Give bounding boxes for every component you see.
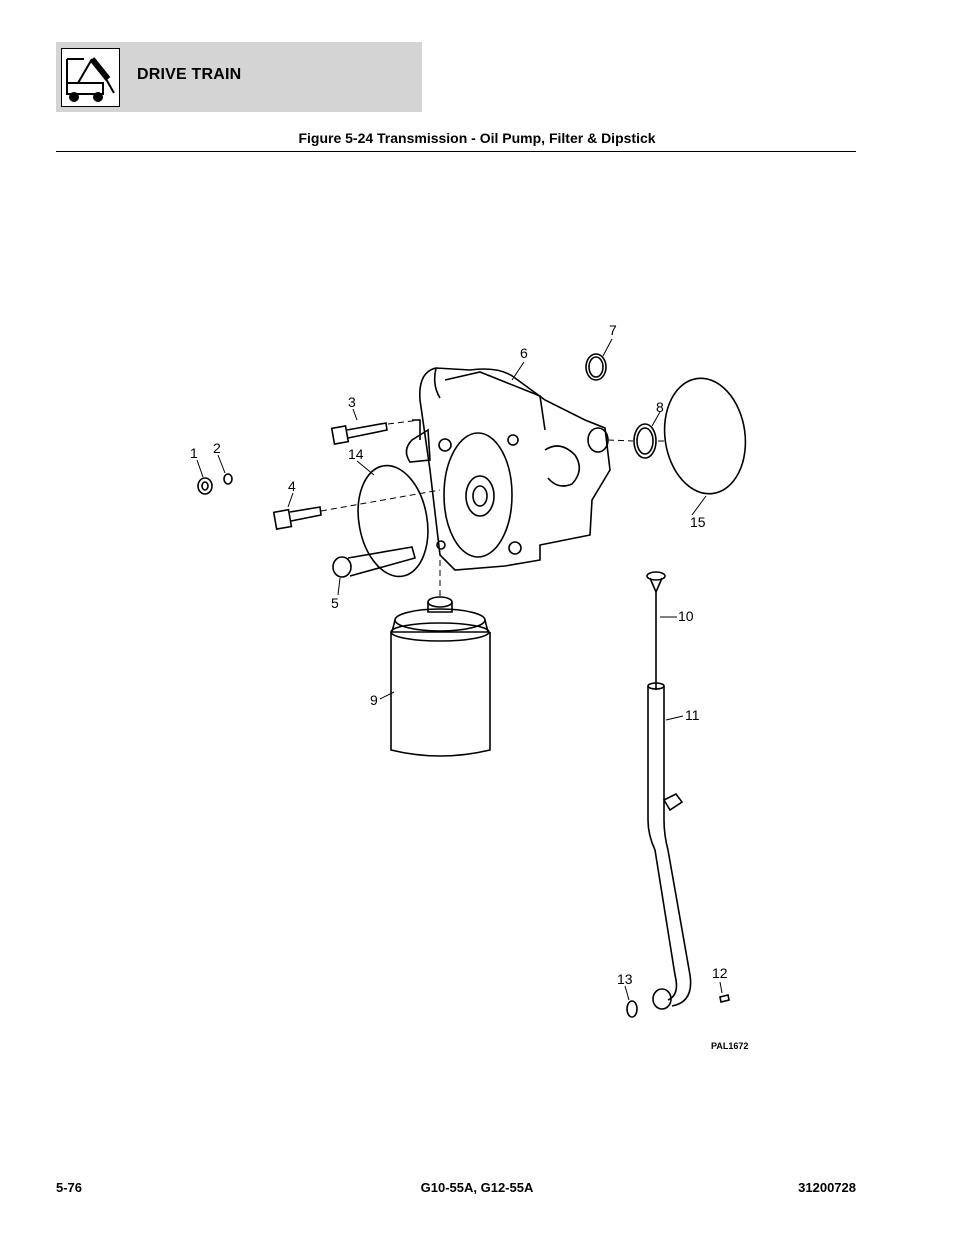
- callout-13: 13: [617, 971, 633, 987]
- document-number: 31200728: [798, 1180, 856, 1195]
- gasket-15: [663, 377, 747, 495]
- screw-12: [719, 994, 730, 1003]
- bolt-4: [272, 506, 322, 531]
- callout-5: 5: [331, 595, 339, 611]
- callout-2: 2: [213, 440, 221, 456]
- figure-caption: Figure 5-24 Transmission - Oil Pump, Fil…: [298, 130, 656, 146]
- o-ring-7: [585, 353, 607, 381]
- callout-14: 14: [348, 446, 364, 462]
- page-number: 5-76: [56, 1180, 83, 1195]
- dipstick-tube-11: [647, 682, 692, 1010]
- callout-1: 1: [190, 445, 198, 461]
- callout-6: 6: [520, 345, 528, 361]
- boom-lift-vehicle-icon: [61, 48, 120, 107]
- o-ring-8: [633, 423, 657, 459]
- oil-filter-9: [390, 596, 491, 757]
- callout-10: 10: [678, 608, 694, 624]
- callout-12: 12: [712, 965, 728, 981]
- callout-9: 9: [370, 692, 378, 708]
- bolt-3: [330, 422, 388, 446]
- callout-8: 8: [656, 399, 664, 415]
- section-title: DRIVE TRAIN: [137, 66, 242, 83]
- header-rule: [56, 151, 856, 152]
- dipstick-10: [646, 571, 666, 690]
- washer-2: [223, 473, 233, 485]
- o-ring-13: [626, 1000, 638, 1018]
- drawing-id: PAL1672: [711, 1041, 749, 1051]
- gasket-14: [357, 464, 429, 578]
- callout-7: 7: [609, 322, 617, 338]
- callout-3: 3: [348, 394, 356, 410]
- oil-pump-housing: [405, 367, 611, 571]
- bolt-5: [332, 546, 416, 578]
- model-numbers: G10-55A, G12-55A: [420, 1180, 534, 1195]
- callout-11: 11: [685, 707, 700, 723]
- nut-1: [197, 477, 213, 495]
- callout-15: 15: [690, 514, 706, 530]
- callout-4: 4: [288, 478, 296, 494]
